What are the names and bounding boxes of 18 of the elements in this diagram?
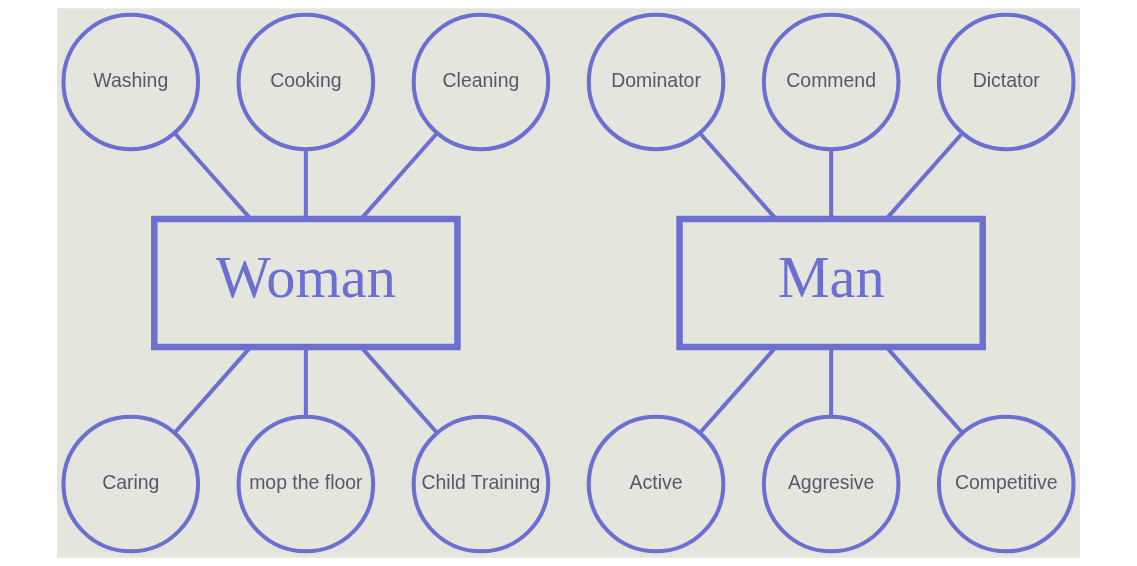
node-box: Woman bbox=[151, 215, 461, 351]
connector bbox=[303, 347, 308, 417]
node-circle: Cooking bbox=[236, 12, 376, 152]
node-circle: mop the floor bbox=[236, 414, 376, 554]
node-circle: Competitive bbox=[936, 414, 1076, 554]
node-circle: Dictator bbox=[936, 12, 1076, 152]
node-circle: Aggresive bbox=[761, 414, 901, 554]
connector bbox=[303, 149, 308, 219]
node-box: Man bbox=[676, 215, 986, 351]
connector bbox=[829, 149, 834, 219]
node-circle: Cleaning bbox=[411, 12, 551, 152]
node-circle: Commend bbox=[761, 12, 901, 152]
node-circle: Caring bbox=[61, 414, 201, 554]
node-circle: Washing bbox=[61, 12, 201, 152]
node-circle: Dominator bbox=[586, 12, 726, 152]
node-circle: Active bbox=[586, 414, 726, 554]
node-circle: Child Training bbox=[411, 414, 551, 554]
connector bbox=[829, 347, 834, 417]
